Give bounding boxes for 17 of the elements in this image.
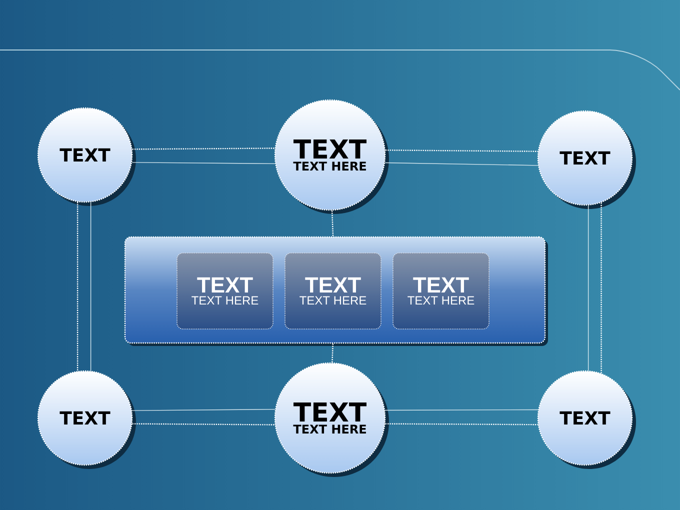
connector-line: [332, 344, 334, 362]
connector-line: [331, 210, 334, 236]
connector-line: [385, 150, 538, 152]
connector-line: [132, 423, 275, 426]
connector-line: [588, 205, 589, 371]
connector-line: [90, 202, 92, 372]
connector-line: [384, 162, 538, 166]
connector-line: [385, 423, 538, 426]
connector-line: [76, 202, 78, 371]
connector-line: [132, 148, 275, 150]
connector-line: [600, 202, 602, 374]
connector-line: [132, 408, 276, 411]
text-box: TEXT TEXT HERE: [176, 252, 274, 330]
connector-line: [384, 409, 538, 411]
text-box: TEXT TEXT HERE: [392, 252, 490, 330]
text-box: TEXT TEXT HERE: [284, 252, 382, 330]
connector-line: [132, 162, 276, 164]
